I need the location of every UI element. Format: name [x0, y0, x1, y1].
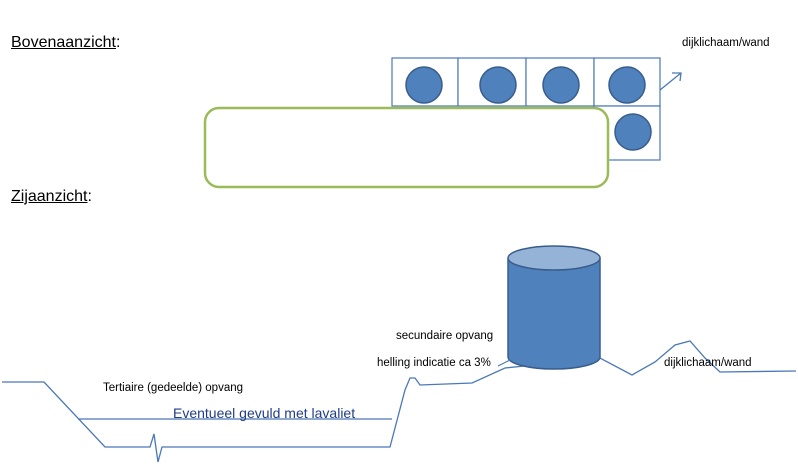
side-view-heading: Zijaanzicht:	[11, 188, 92, 206]
tank-circle	[405, 66, 443, 104]
secondary-containment-label: secundaire opvang	[396, 330, 494, 342]
ground-profile-line	[2, 340, 797, 463]
side-view-heading-colon: :	[87, 188, 92, 205]
slope-pointer-line	[497, 359, 511, 367]
top-view-tanks	[405, 66, 652, 151]
tank-circle	[542, 66, 580, 104]
lava-fill-label: Eventueel gevuld met lavaliet	[173, 405, 356, 421]
side-wall-label: dijklichaam/wand	[664, 357, 752, 369]
top-view-heading: Bovenaanzicht:	[11, 34, 120, 52]
arrow-icon	[659, 72, 682, 91]
slope-indication-label: helling indicatie ca 3%	[377, 357, 491, 369]
side-view-heading-text: Zijaanzicht	[11, 188, 88, 205]
shared-area-outline	[203, 106, 610, 189]
tank-circle	[614, 113, 652, 151]
top-view-heading-colon: :	[115, 34, 121, 51]
top-wall-label: dijklichaam/wand	[682, 37, 770, 49]
tank-circle	[608, 66, 646, 104]
top-view-heading-text: Bovenaanzicht	[11, 34, 116, 51]
storage-tank	[507, 245, 601, 370]
tank-circle	[479, 66, 517, 104]
tertiary-containment-label: Tertiaire (gedeelde) opvang	[103, 382, 244, 394]
